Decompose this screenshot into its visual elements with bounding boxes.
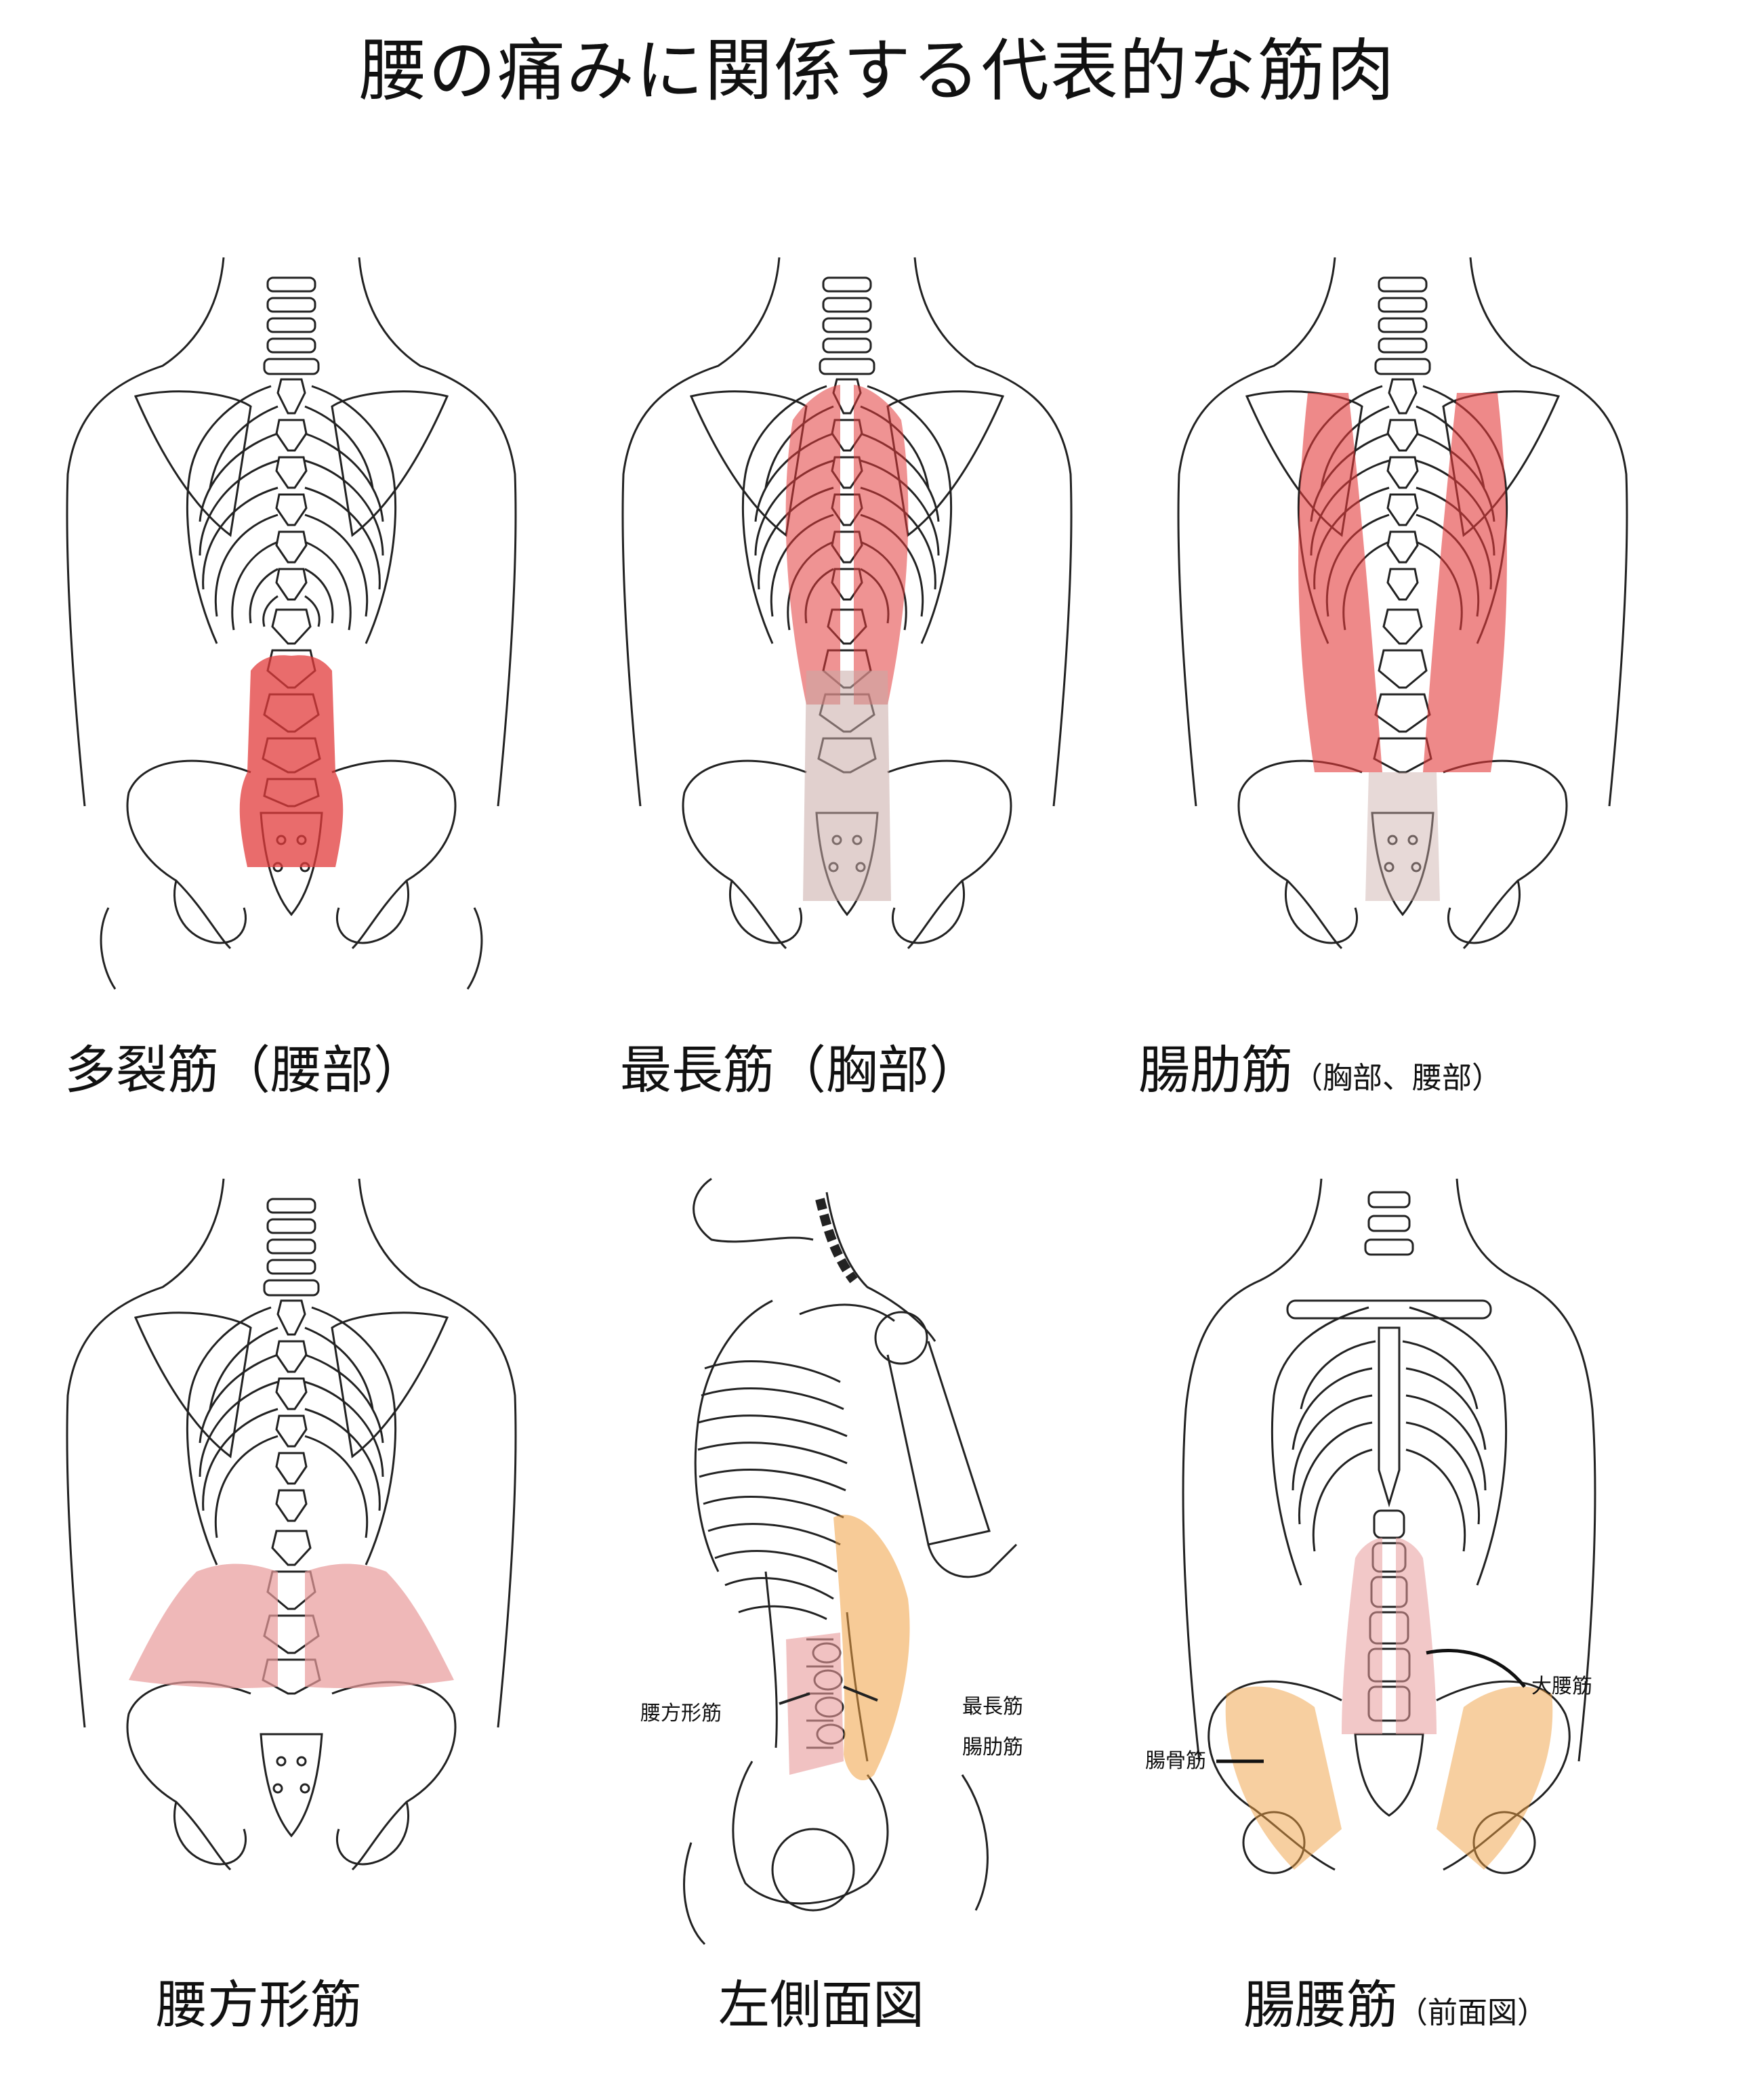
back-skeleton-illustration: [66, 257, 517, 990]
caption-left-side-view: 左側面図: [718, 1975, 924, 2035]
panel-iliopsoas: 大腰筋 腸骨筋 腸腰筋（前面図）: [1118, 1152, 1728, 2066]
label-iliocostalis: 腸肋筋: [962, 1736, 1023, 1759]
back-skeleton-illustration: [66, 1178, 517, 1871]
caption-iliopsoas: 腸腰筋（前面図）: [1243, 1971, 1547, 2047]
caption-iliopsoas-main: 腸腰筋: [1243, 1975, 1398, 2035]
multifidus-highlight: [239, 655, 344, 867]
caption-multifidus: 多裂筋（腰部）: [64, 1040, 425, 1100]
pointer-line-quadratus: [779, 1692, 810, 1705]
front-skeleton-illustration: [1182, 1178, 1596, 1874]
panel-left-side-view: 腰方形筋 最長筋 腸肋筋 左側面図: [610, 1165, 1165, 2066]
caption-iliopsoas-sub: （前面図）: [1398, 1996, 1547, 2030]
longissimus-highlight: [785, 385, 909, 901]
quadratus-lumborum-highlight: [129, 1563, 454, 1688]
label-quadratus-lumborum: 腰方形筋: [640, 1702, 722, 1725]
back-skeleton-illustration: [621, 257, 1073, 950]
caption-longissimus: 最長筋（胸部）: [620, 1040, 980, 1100]
iliopsoas-highlight: [1225, 1538, 1553, 1870]
pointer-line-longissimus: [843, 1685, 878, 1702]
label-psoas-major: 大腰筋: [1531, 1675, 1592, 1698]
panel-multifidus: 多裂筋（腰部）: [27, 230, 556, 1100]
label-longissimus: 最長筋: [962, 1695, 1023, 1719]
caption-iliocostalis-sub: （胸部、腰部）: [1293, 1061, 1502, 1095]
caption-iliocostalis-main: 腸肋筋: [1138, 1040, 1293, 1100]
pointer-line-psoas-major: [1426, 1649, 1526, 1688]
side-view-highlight: [786, 1515, 910, 1781]
caption-iliocostalis: 腸肋筋（胸部、腰部）: [1138, 1036, 1502, 1112]
iliocostalis-highlight: [1298, 393, 1507, 901]
panel-quadratus-lumborum: 腰方形筋: [27, 1152, 556, 2066]
panel-iliocostalis: 腸肋筋（胸部、腰部）: [1138, 230, 1735, 1100]
page-title: 腰の痛みに関係する代表的な筋肉: [359, 31, 1396, 110]
caption-quadratus-lumborum: 腰方形筋: [156, 1975, 362, 2035]
back-skeleton-illustration: [1177, 257, 1628, 950]
side-skeleton-illustration: [683, 1177, 1018, 1946]
label-iliacus: 腸骨筋: [1145, 1749, 1206, 1773]
panel-longissimus: 最長筋（胸部）: [583, 230, 1111, 1100]
